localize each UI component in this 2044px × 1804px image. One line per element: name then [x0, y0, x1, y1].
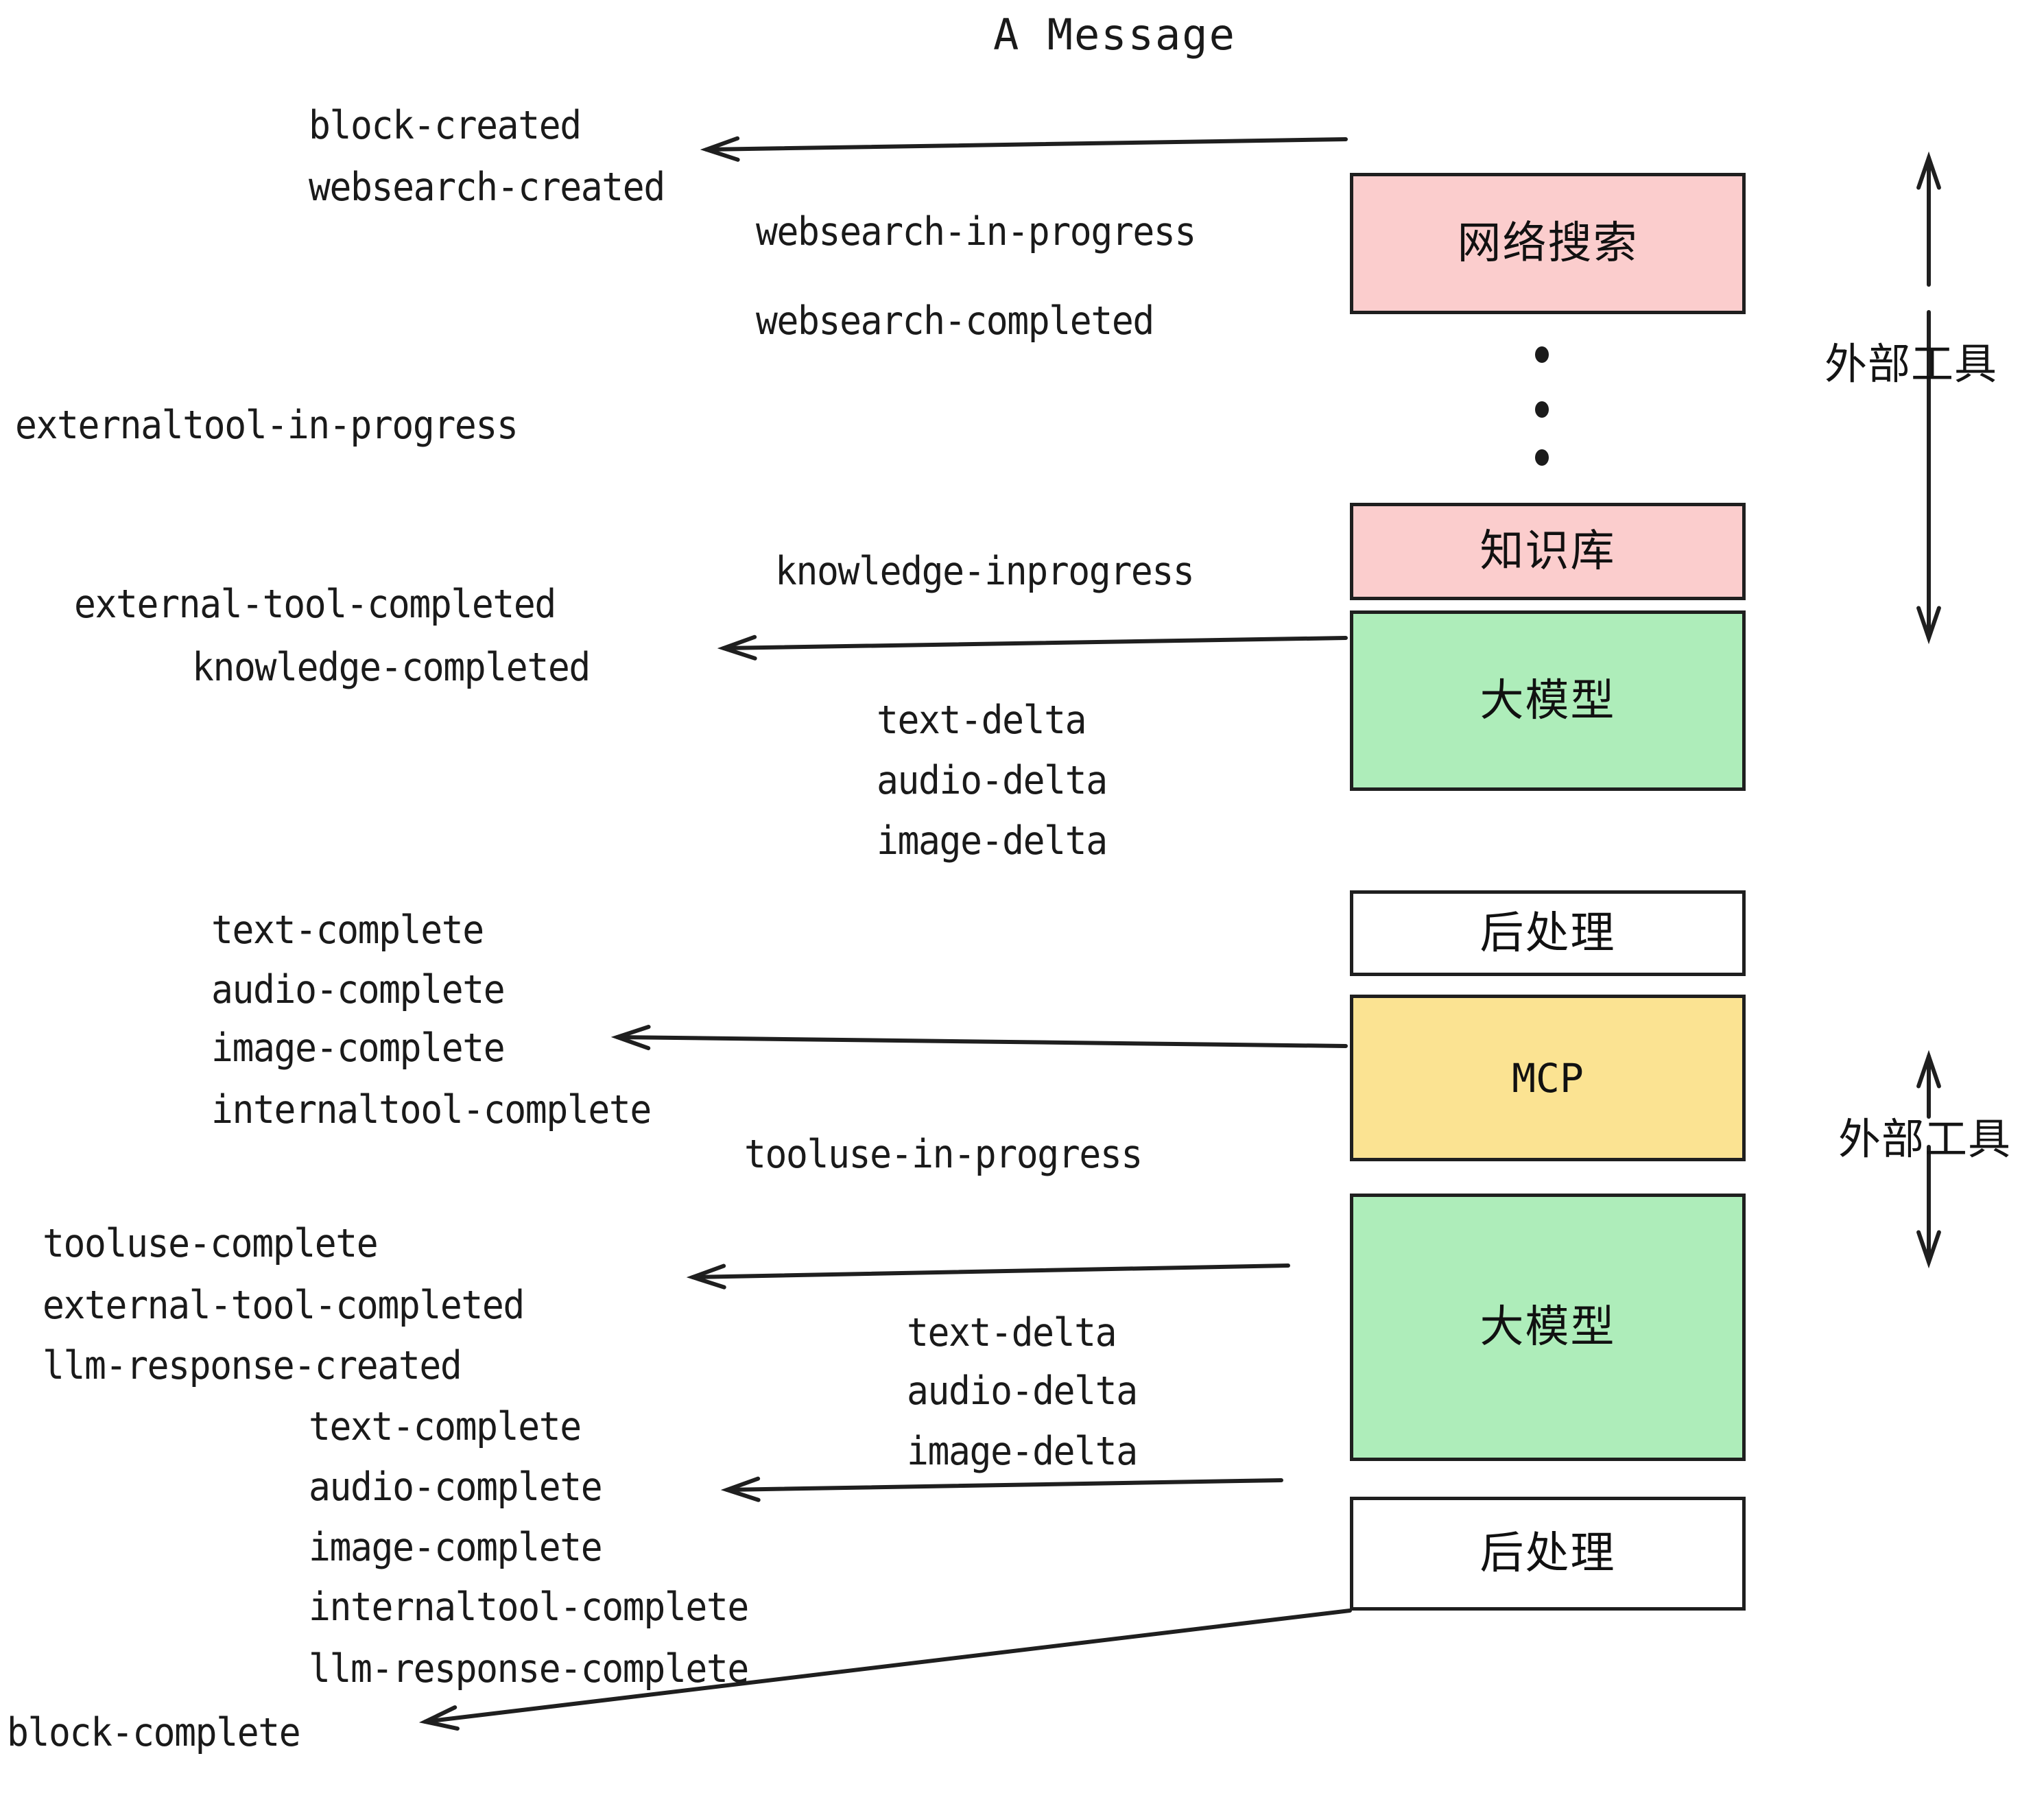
- node-box-label: 后处理: [1479, 907, 1616, 959]
- postprocess-to-image: [615, 1035, 1348, 1048]
- event-label-llm-response-complete: llm-response-complete: [309, 1646, 749, 1692]
- event-label-text-delta: text-delta: [907, 1310, 1117, 1355]
- event-label-audio-complete: audio-complete: [211, 967, 506, 1012]
- node-box-label: 大模型: [1479, 1302, 1616, 1353]
- node-box-label: 网络搜索: [1457, 218, 1639, 269]
- event-label-block-complete: block-complete: [7, 1710, 301, 1755]
- event-label-image-delta: image-delta: [877, 818, 1108, 864]
- event-label-image-complete: image-complete: [211, 1025, 506, 1071]
- node-box-label: MCP: [1512, 1054, 1584, 1102]
- event-label-websearch-in-progress: websearch-in-progress: [756, 209, 1196, 254]
- event-label-image-delta: image-delta: [907, 1429, 1138, 1474]
- mcp-to-tooluse-complete: [691, 1263, 1290, 1279]
- event-label-internaltool-complete: internaltool-complete: [309, 1585, 749, 1630]
- postprocess-to-block-complete-head-icon: [418, 1705, 460, 1731]
- node-box-后处理: 后处理: [1350, 1497, 1746, 1611]
- node-box-MCP: MCP: [1350, 995, 1746, 1161]
- event-label-audio-delta: audio-delta: [907, 1368, 1138, 1414]
- event-label-knowledge-completed: knowledge-completed: [192, 645, 591, 690]
- external-tool-scope-upper-up-head-icon: [1916, 151, 1941, 190]
- external-tool-scope-lower-down-head-icon: [1916, 1230, 1941, 1269]
- event-label-text-complete: text-complete: [211, 907, 484, 953]
- event-label-websearch-created: websearch-created: [309, 165, 665, 210]
- knowledge-to-completed: [722, 636, 1348, 650]
- scope-label-external-tool: 外部工具: [1838, 1114, 2012, 1164]
- event-label-tooluse-in-progress: tooluse-in-progress: [744, 1132, 1143, 1177]
- event-label-audio-delta: audio-delta: [877, 758, 1108, 803]
- event-label-image-complete: image-complete: [309, 1525, 603, 1570]
- node-box-网络搜索: 网络搜索: [1350, 173, 1746, 314]
- event-label-tooluse-complete: tooluse-complete: [43, 1221, 379, 1266]
- node-box-label: 大模型: [1479, 675, 1616, 726]
- websearch-to-block-created: [704, 137, 1348, 152]
- event-label-external-tool-completed: external-tool-completed: [43, 1283, 525, 1328]
- node-box-label: 知识库: [1479, 526, 1616, 577]
- ellipsis-dot-icon: [1535, 449, 1549, 466]
- event-label-externaltool-in-progress: externaltool-in-progress: [15, 403, 519, 448]
- event-label-audio-complete: audio-complete: [309, 1464, 603, 1510]
- event-label-knowledge-inprogress: knowledge-inprogress: [775, 549, 1195, 594]
- websearch-to-block-created-head-icon: [700, 136, 740, 162]
- node-box-后处理: 后处理: [1350, 890, 1746, 976]
- llm-to-audio-complete: [725, 1478, 1283, 1492]
- event-label-external-tool-completed: external-tool-completed: [74, 582, 556, 627]
- node-box-大模型: 大模型: [1350, 1194, 1746, 1461]
- scope-label-external-tool: 外部工具: [1825, 339, 1998, 389]
- event-label-text-delta: text-delta: [877, 698, 1087, 743]
- event-label-llm-response-created: llm-response-created: [43, 1343, 462, 1388]
- ellipsis-dot-icon: [1535, 346, 1549, 363]
- event-label-text-complete: text-complete: [309, 1404, 582, 1449]
- external-tool-scope-upper-down-head-icon: [1916, 606, 1941, 645]
- diagram-title: A Message: [993, 10, 1236, 60]
- mcp-to-tooluse-complete-head-icon: [686, 1263, 726, 1290]
- knowledge-to-completed-head-icon: [717, 634, 757, 661]
- ellipsis-dot-icon: [1535, 401, 1549, 418]
- llm-to-audio-complete-head-icon: [720, 1476, 761, 1502]
- node-box-知识库: 知识库: [1350, 503, 1746, 600]
- event-label-websearch-completed: websearch-completed: [756, 298, 1154, 344]
- external-tool-scope-lower-up-head-icon: [1916, 1049, 1941, 1089]
- postprocess-to-image-head-icon: [610, 1025, 651, 1051]
- node-box-大模型: 大模型: [1350, 610, 1746, 791]
- node-box-label: 后处理: [1479, 1528, 1616, 1579]
- event-label-block-created: block-created: [309, 103, 582, 148]
- event-label-internaltool-complete: internaltool-complete: [211, 1087, 652, 1132]
